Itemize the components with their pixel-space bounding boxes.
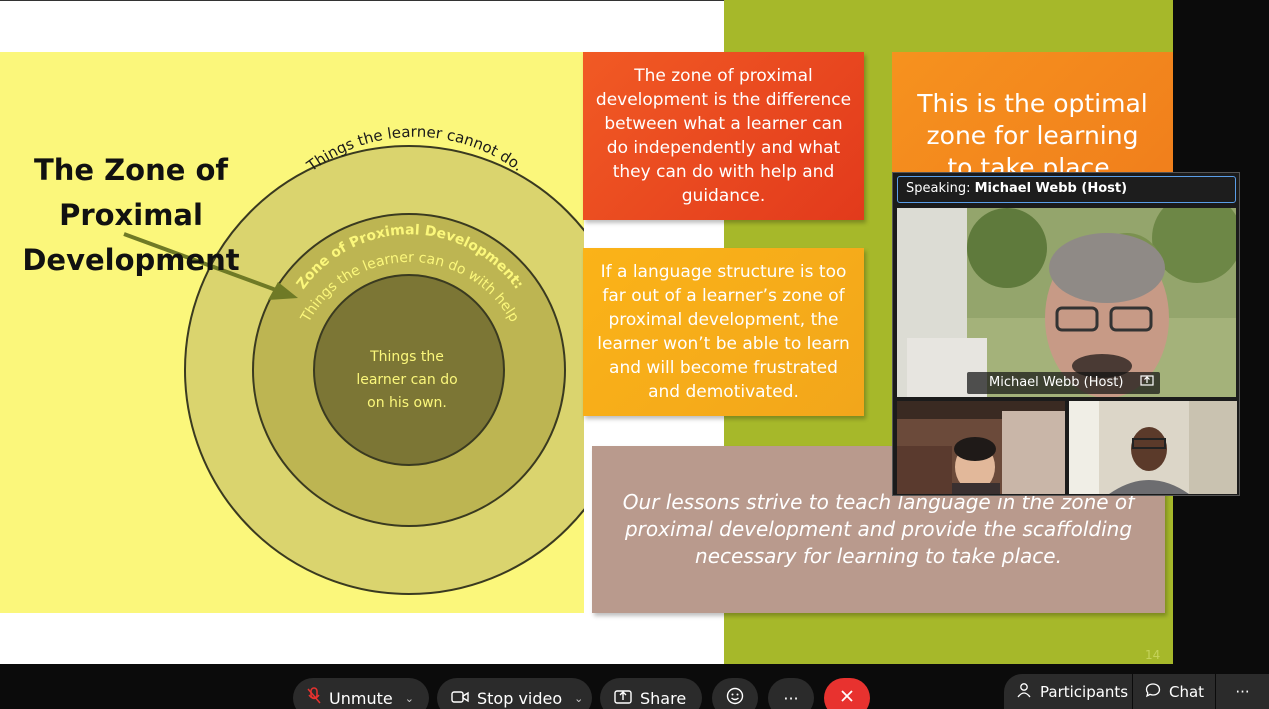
unmute-label: Unmute — [329, 688, 393, 708]
reactions-icon — [726, 687, 744, 709]
inner-text-line-3: on his own. — [367, 395, 447, 411]
mic-muted-icon — [307, 687, 321, 709]
zpd-diagram: Things the learner cannot do. Zone of Pr… — [123, 123, 584, 595]
inner-text-line-2: learner can do — [356, 372, 457, 388]
warning-box: If a language structure is too far out o… — [583, 248, 864, 416]
speaker-name-label: Michael Webb (Host) — [989, 375, 1124, 390]
share-label: Share — [640, 688, 687, 708]
inner-text-line-1: Things the — [369, 349, 444, 365]
share-button[interactable]: Share — [600, 678, 702, 709]
participant-thumbnail-2[interactable] — [1069, 401, 1237, 494]
stop-video-button[interactable]: Stop video ⌄ — [437, 678, 592, 709]
participants-icon — [1016, 682, 1032, 702]
stop-video-label: Stop video — [477, 688, 563, 708]
end-call-button[interactable] — [824, 678, 870, 709]
speaker-video-feed — [897, 208, 1236, 397]
speaking-name: Michael Webb (Host) — [974, 181, 1128, 196]
meeting-toolbar: Unmute ⌄ Stop video ⌄ Share ··· — [0, 664, 1269, 709]
inner-circle — [313, 274, 505, 466]
speaking-indicator[interactable]: Speaking: Michael Webb (Host) — [897, 176, 1236, 203]
end-call-icon — [839, 688, 855, 708]
arrow-line — [123, 232, 277, 292]
unmute-button[interactable]: Unmute ⌄ — [293, 678, 429, 709]
diagram-panel: Things the learner cannot do. Zone of Pr… — [0, 52, 584, 613]
top-divider — [0, 0, 1020, 1]
share-status-icon — [1139, 372, 1154, 394]
chat-icon — [1145, 682, 1161, 702]
definition-box: The zone of proximal development is the … — [583, 52, 864, 220]
arrow-head — [268, 282, 298, 300]
more-panel-icon: ··· — [1235, 682, 1250, 701]
chat-button[interactable]: Chat — [1133, 674, 1215, 709]
more-options-button[interactable]: ··· — [768, 678, 814, 709]
slide-page-number: 14 — [1145, 648, 1161, 662]
more-icon: ··· — [783, 688, 799, 708]
video-chevron-down-icon[interactable]: ⌄ — [574, 691, 584, 705]
share-screen-icon — [614, 688, 632, 708]
participants-button[interactable]: Participants — [1004, 674, 1132, 709]
participant-thumbnail-1[interactable] — [897, 401, 1065, 494]
chat-label: Chat — [1169, 682, 1205, 701]
reactions-button[interactable] — [712, 678, 758, 709]
speaking-label: Speaking: — [906, 181, 971, 196]
more-panel-button[interactable]: ··· — [1216, 674, 1269, 709]
participant-video-feed-2 — [1069, 401, 1237, 494]
speaker-name-tag: Michael Webb (Host) — [967, 372, 1160, 394]
main-speaker-video[interactable]: Michael Webb (Host) — [897, 208, 1236, 397]
participant-video-feed-1 — [897, 401, 1065, 494]
unmute-chevron-down-icon[interactable]: ⌄ — [404, 691, 414, 705]
video-panel[interactable]: Speaking: Michael Webb (Host) Michael — [892, 172, 1240, 496]
slide-title: The Zone of Proximal Development — [22, 153, 240, 277]
participants-label: Participants — [1040, 682, 1129, 701]
video-camera-icon — [451, 689, 469, 708]
